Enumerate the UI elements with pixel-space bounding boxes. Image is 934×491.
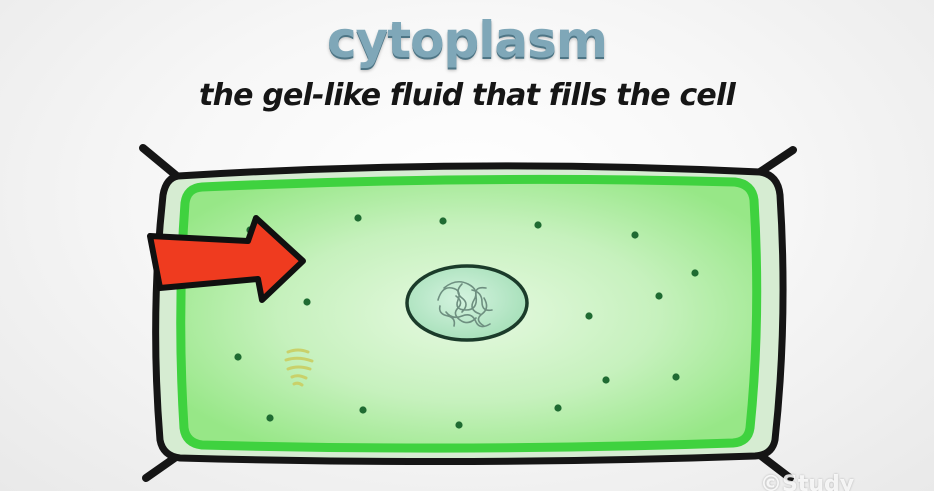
nucleus-envelope	[405, 264, 529, 342]
particle	[354, 214, 362, 222]
particle	[655, 292, 663, 300]
wall-line-bottom-left	[142, 453, 180, 482]
page-title: cytoplasm	[326, 11, 608, 69]
particle	[585, 312, 593, 320]
particle	[266, 414, 274, 422]
particle	[691, 269, 699, 277]
wall-line-top-right	[756, 146, 797, 176]
wall-line-top-left	[139, 144, 182, 181]
ribosome-squiggle-icon	[284, 348, 314, 387]
particle	[534, 221, 542, 229]
particle	[554, 404, 562, 412]
page-subtitle: the gel-like fluid that fills the cell	[199, 78, 736, 113]
nucleus	[405, 264, 529, 342]
particle	[602, 376, 610, 384]
wall-line-bottom-right	[756, 451, 794, 482]
chromatin-icon	[437, 280, 493, 328]
particle	[439, 217, 447, 225]
particle	[631, 231, 639, 239]
particle	[359, 406, 367, 414]
particle	[303, 298, 311, 306]
particle	[455, 421, 463, 429]
watermark-logo: ©Study	[760, 472, 855, 491]
adjacent-wall-lines	[139, 144, 797, 482]
arrow-pointer-icon	[147, 215, 306, 303]
particle	[234, 353, 242, 361]
particle	[672, 373, 680, 381]
